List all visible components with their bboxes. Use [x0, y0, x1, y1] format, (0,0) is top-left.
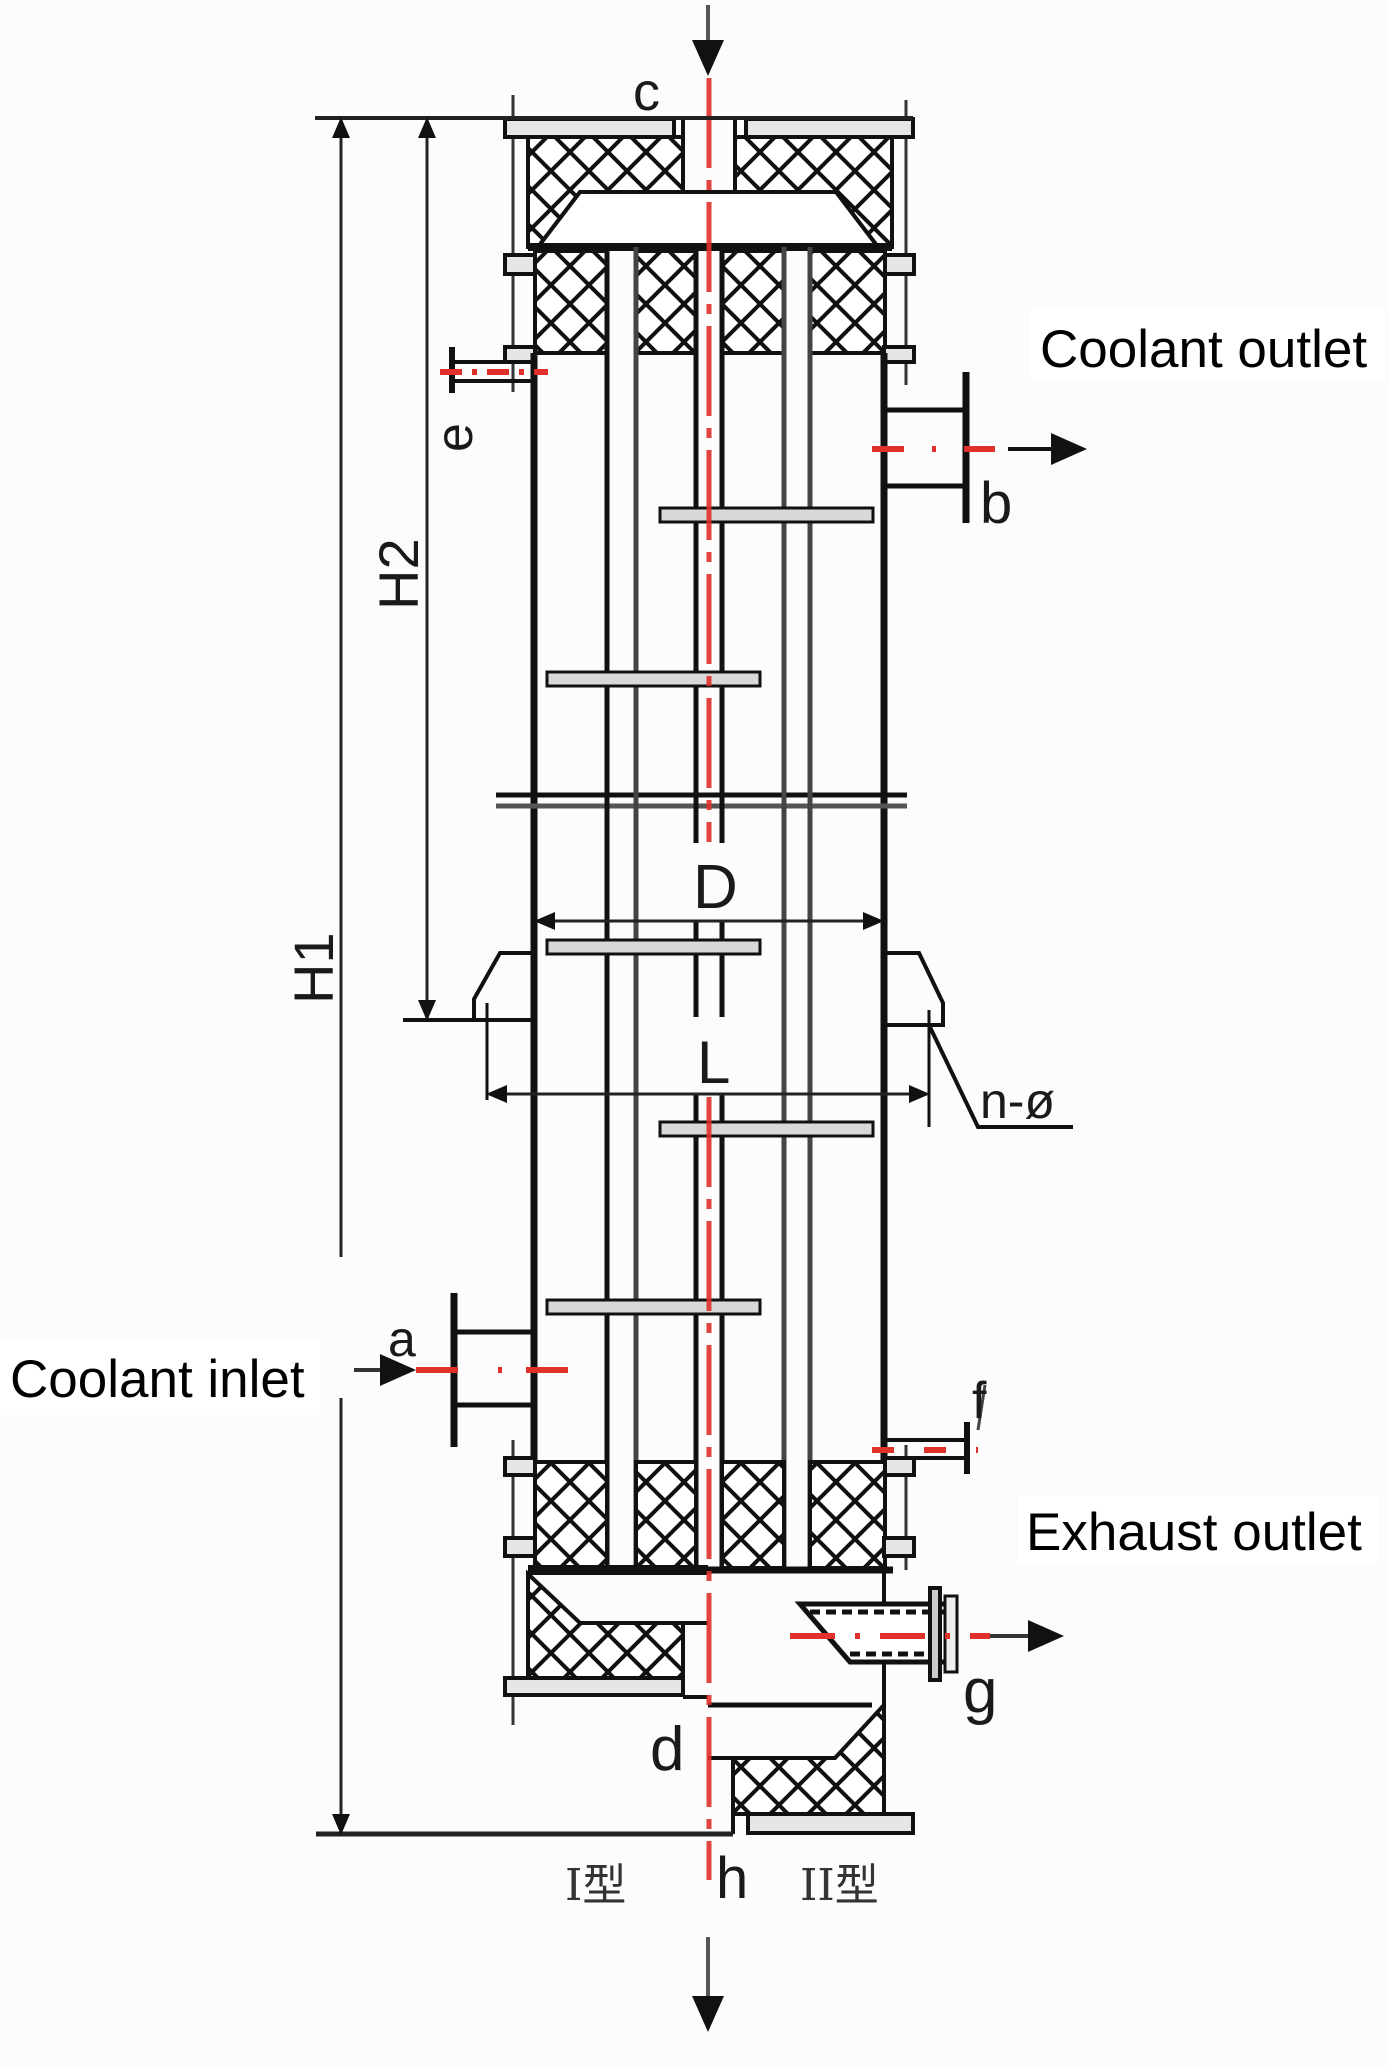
dimension-label-h1: H1	[282, 932, 345, 1004]
coolant-outlet-nozzle-b	[872, 372, 1087, 523]
tube-sheet-insulation	[533, 249, 609, 355]
type-2-bottom-flange	[746, 1812, 915, 1835]
flange-block	[882, 345, 916, 364]
nozzle-label-d: d	[650, 1715, 684, 1784]
flange-block	[882, 1536, 916, 1558]
coolant-inlet-nozzle-a	[354, 1293, 572, 1447]
flange-block	[503, 1456, 537, 1477]
heat-exchange-tubes	[604, 247, 813, 1570]
flange-block	[882, 253, 916, 276]
bottom-head-type-1	[503, 1569, 708, 1699]
top-flange-right	[744, 117, 915, 139]
vent-nozzle-e	[440, 347, 548, 393]
shell	[496, 353, 907, 1462]
nozzle-label-g: g	[963, 1657, 997, 1726]
right-support-bracket	[884, 951, 945, 1027]
nozzle-label-f: f	[972, 1372, 987, 1430]
coolant-outlet-label-bg	[1030, 310, 1385, 380]
dimension-label-d: D	[693, 853, 738, 922]
baffle	[545, 670, 762, 688]
type-1-bottom-flange	[503, 1676, 685, 1697]
tube-sheet-insulation	[533, 1460, 609, 1570]
baffle	[545, 1298, 762, 1316]
nozzle-label-b: b	[980, 471, 1012, 536]
variant-label-type-1: I型	[565, 1860, 626, 1911]
nozzle-label-e: e	[426, 423, 484, 452]
nozzle-label-a: a	[388, 1311, 416, 1367]
baffle	[545, 938, 762, 956]
bottom-head-type-2	[708, 1570, 915, 1835]
dimension-label-h2: H2	[367, 538, 430, 610]
coolant-outlet-label: Coolant outlet	[1040, 320, 1367, 379]
nozzle-f-leader	[976, 1384, 987, 1431]
top-head	[503, 95, 916, 392]
flange-block	[503, 1536, 537, 1558]
dimension-lines	[315, 116, 1073, 1837]
baffle	[658, 1120, 875, 1138]
flange-block	[503, 253, 537, 276]
bolt-hole-leader	[927, 1024, 1073, 1129]
dimension-label-bolt-holes: n-ø	[980, 1073, 1055, 1129]
bottom-tube-sheet	[503, 1440, 916, 1725]
exhaust-outlet-label-bg	[1018, 1495, 1378, 1565]
tube-sheet-insulation	[720, 249, 786, 355]
nozzle-label-h: h	[716, 1846, 748, 1911]
variant-label-type-2: II型	[800, 1860, 879, 1911]
tube-sheet-insulation	[808, 249, 887, 355]
coolant-inlet-label: Coolant inlet	[10, 1350, 305, 1409]
tube-sheet-insulation	[634, 1460, 698, 1570]
baffle	[658, 506, 875, 524]
tube-sheet-insulation	[634, 249, 698, 355]
exhaust-nozzle-flange	[928, 1586, 942, 1682]
exhaust-nozzle-g	[790, 1586, 1064, 1682]
drain-nozzle-f	[872, 1384, 987, 1474]
tube-sheet-insulation	[720, 1460, 786, 1570]
exhaust-outlet-label: Exhaust outlet	[1026, 1503, 1362, 1562]
flange-block	[882, 1456, 916, 1477]
nozzle-label-c: c	[633, 62, 660, 122]
tube-sheet-insulation	[808, 1460, 887, 1570]
coolant-inlet-label-bg	[0, 1340, 320, 1415]
dimension-label-l: L	[697, 1029, 730, 1096]
